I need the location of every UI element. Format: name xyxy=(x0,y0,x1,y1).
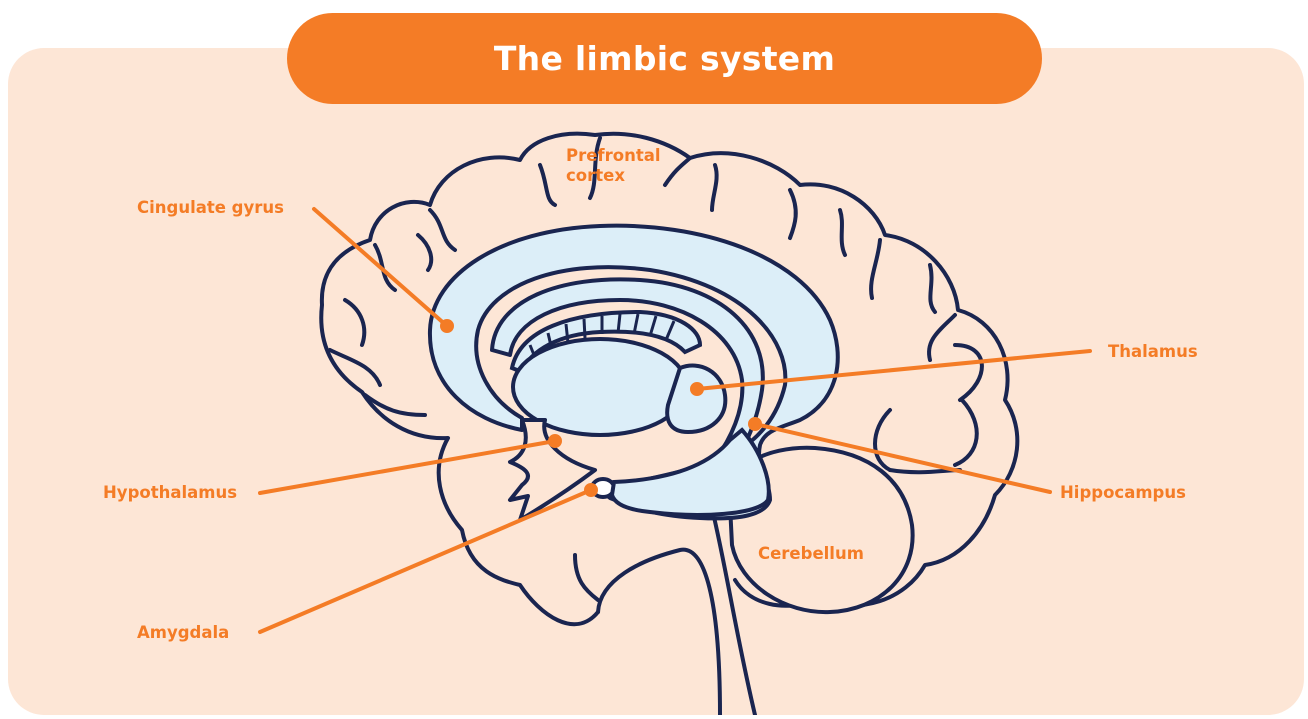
label-amygdala: Amygdala xyxy=(137,623,229,643)
label-thalamus: Thalamus xyxy=(1108,342,1198,362)
label-hippocampus: Hippocampus xyxy=(1060,483,1186,503)
page-title: The limbic system xyxy=(494,39,835,78)
label-cingulate-gyrus: Cingulate gyrus xyxy=(137,198,284,218)
title-banner: The limbic system xyxy=(287,13,1042,104)
label-prefrontal-cortex: Prefrontal cortex xyxy=(566,146,661,186)
thalamus-lobe xyxy=(667,366,725,432)
label-hypothalamus: Hypothalamus xyxy=(103,483,237,503)
label-cerebellum: Cerebellum xyxy=(758,544,864,564)
